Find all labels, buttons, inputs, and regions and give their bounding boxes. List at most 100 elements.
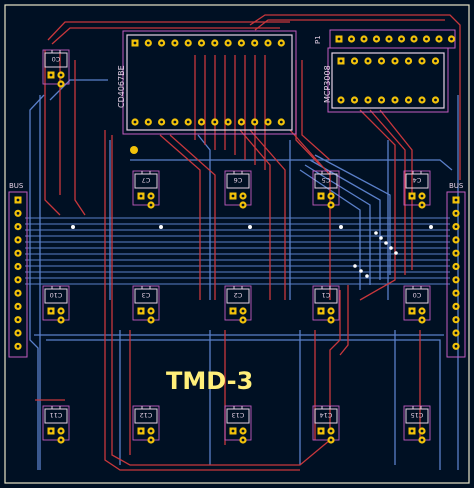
sensor-label: C6 xyxy=(234,176,243,184)
pad xyxy=(327,201,335,209)
pad xyxy=(14,223,22,231)
pad xyxy=(418,57,426,65)
pad xyxy=(184,118,192,126)
pad xyxy=(147,436,155,444)
via-dot-icon xyxy=(394,251,398,255)
pad xyxy=(452,236,460,244)
bus-lines xyxy=(25,217,450,285)
pad xyxy=(327,192,335,200)
pad xyxy=(229,427,237,435)
ic-cd4067be: CD4067BE xyxy=(117,30,297,135)
pad xyxy=(452,329,460,337)
via-dot-icon xyxy=(339,225,343,229)
via-dot-icon xyxy=(353,264,357,268)
sot23-footprint-icon: C12 xyxy=(132,405,160,444)
pad xyxy=(327,436,335,444)
pad xyxy=(131,118,139,126)
pad xyxy=(404,57,413,65)
pad xyxy=(14,342,22,350)
sensor-label: C1 xyxy=(322,291,331,299)
sensor-label: C13 xyxy=(232,411,245,419)
pad xyxy=(144,39,152,47)
sot23-footprint-icon: C11 xyxy=(42,405,70,444)
pad xyxy=(327,316,335,324)
pad xyxy=(377,96,386,104)
pad xyxy=(251,39,259,47)
pad xyxy=(408,307,416,315)
sot23-footprint-icon: C1 xyxy=(312,285,340,324)
pad xyxy=(391,96,399,104)
pad xyxy=(452,276,460,284)
pad xyxy=(147,192,155,200)
pad xyxy=(14,276,22,284)
pad xyxy=(14,329,22,337)
via-group xyxy=(71,146,433,278)
pad xyxy=(197,39,206,47)
sensor-label: C14 xyxy=(320,411,333,419)
sensor-label: C7 xyxy=(142,176,151,184)
pad xyxy=(57,307,65,315)
pad xyxy=(408,192,416,200)
pad xyxy=(422,35,431,43)
pad xyxy=(171,118,179,126)
pad xyxy=(14,316,22,324)
sensor-label: C15 xyxy=(411,411,424,419)
bus-connector-right: BUS xyxy=(446,182,466,358)
ic-left-ref: CD4067BE xyxy=(117,65,126,108)
pad xyxy=(431,57,440,65)
pad xyxy=(14,236,22,244)
via-dot-icon xyxy=(384,241,388,245)
pad xyxy=(229,307,237,315)
ic-right-ref: MCP3008 xyxy=(323,65,332,103)
pad xyxy=(431,96,440,104)
pad xyxy=(364,57,372,65)
pad xyxy=(452,223,460,231)
pad xyxy=(327,427,335,435)
pad xyxy=(224,118,232,126)
pad xyxy=(337,96,345,104)
sensor-label: C0 xyxy=(52,55,61,63)
pad xyxy=(14,262,22,271)
pad xyxy=(277,118,285,126)
pad xyxy=(47,427,55,435)
sot23-footprint-icon: C14 xyxy=(312,405,340,444)
pad xyxy=(317,427,325,435)
sot23-footprint-icon: C0 xyxy=(42,49,70,88)
via-dot-icon xyxy=(359,269,363,273)
pad xyxy=(211,118,219,126)
pad xyxy=(239,307,247,315)
pad xyxy=(452,342,460,350)
pad xyxy=(452,302,460,310)
pad xyxy=(158,39,166,47)
pad xyxy=(435,35,443,43)
via-dot-icon xyxy=(429,225,433,229)
pad xyxy=(327,307,335,315)
bus-right-label: BUS xyxy=(449,182,464,190)
pad xyxy=(197,118,206,126)
pad xyxy=(57,316,65,324)
via-dot-icon xyxy=(71,225,75,229)
pad xyxy=(239,436,247,444)
pad xyxy=(14,289,22,297)
sensor-label: C4 xyxy=(413,176,422,184)
via-dot-icon xyxy=(389,246,393,250)
sensor-label: C0 xyxy=(413,291,422,299)
via-dot-icon xyxy=(365,274,369,278)
pad xyxy=(147,427,155,435)
bus-left-label: BUS xyxy=(9,182,24,190)
pad xyxy=(391,57,399,65)
sensor-label: C2 xyxy=(234,291,243,299)
board-edge xyxy=(4,4,470,484)
via-dot-icon xyxy=(248,225,252,229)
pad xyxy=(385,35,393,43)
pad xyxy=(364,96,372,104)
pad xyxy=(418,436,426,444)
pad xyxy=(317,192,325,200)
sot23-footprint-icon: C7 xyxy=(132,170,160,209)
pad xyxy=(57,80,65,88)
pad xyxy=(452,209,460,217)
pad xyxy=(350,96,359,104)
sot23-footprint-icon: C6 xyxy=(224,170,252,209)
